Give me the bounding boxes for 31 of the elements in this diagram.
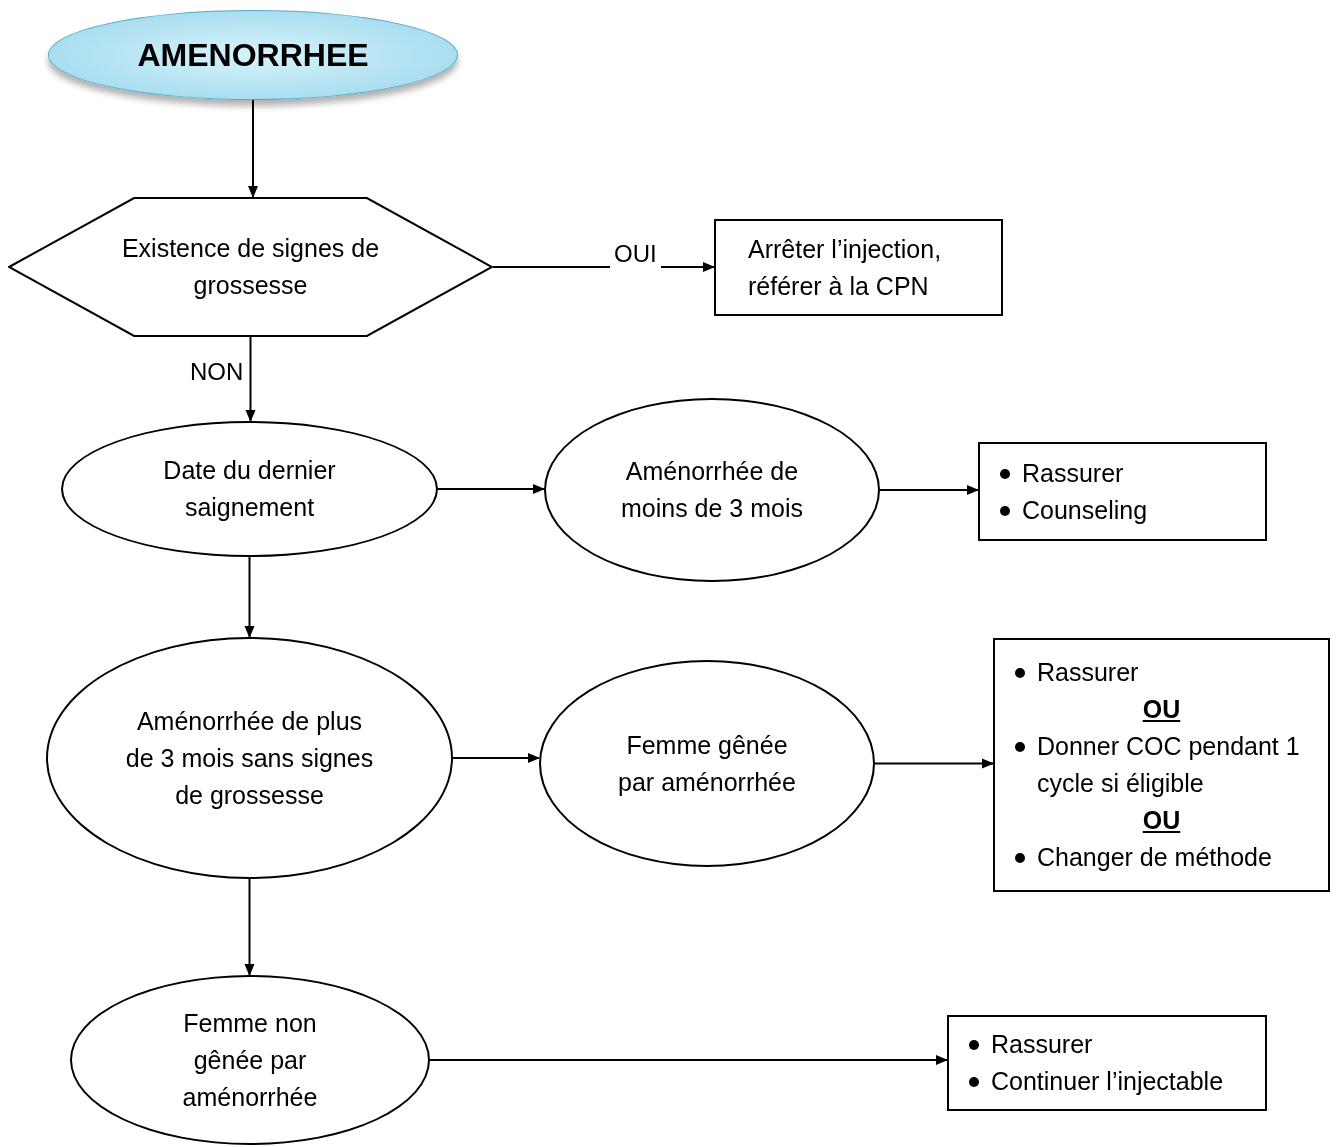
arrow	[244, 878, 255, 976]
list-item: Rassurer	[1037, 657, 1139, 688]
list-item: Rassurer	[1022, 457, 1124, 489]
node-text: Femme gênée par aménorrhée	[617, 729, 797, 798]
list-item: Continuer l’injectable	[991, 1066, 1224, 1097]
action-box	[993, 638, 1330, 892]
list-item: Counseling	[1022, 494, 1148, 526]
node-text: Existence de signes de grossesse	[120, 233, 381, 301]
arrow	[245, 336, 256, 422]
arrow	[879, 485, 979, 495]
arrow	[874, 758, 994, 769]
separator-text: OU	[1142, 805, 1181, 836]
node-text: Aménorrhée de plus de 3 mois sans signes de grossesse	[124, 705, 375, 811]
node-text: Arrêter l’injection, référer à la CPN	[747, 233, 943, 302]
node-text: Date du dernier saignement	[162, 455, 337, 523]
arrow	[248, 99, 258, 198]
action-box	[947, 1015, 1267, 1111]
separator-text: OU	[1142, 694, 1181, 725]
decision-hexagon	[8, 197, 493, 337]
node-text: Aménorrhée de moins de 3 mois	[620, 456, 804, 524]
node-text: Femme non gênée par aménorrhée	[181, 1007, 319, 1113]
title-text: AMENORRHEE	[137, 36, 369, 75]
action-box	[978, 442, 1267, 541]
list-item: Rassurer	[991, 1029, 1093, 1060]
list-item: Donner COC pendant 1 cycle si éligible	[1037, 731, 1301, 799]
arrow	[437, 484, 545, 494]
list-item: Changer de méthode	[1037, 842, 1272, 873]
arrow	[452, 753, 540, 763]
arrow	[429, 1055, 948, 1065]
action-box	[714, 219, 1003, 316]
arrow	[244, 556, 255, 638]
